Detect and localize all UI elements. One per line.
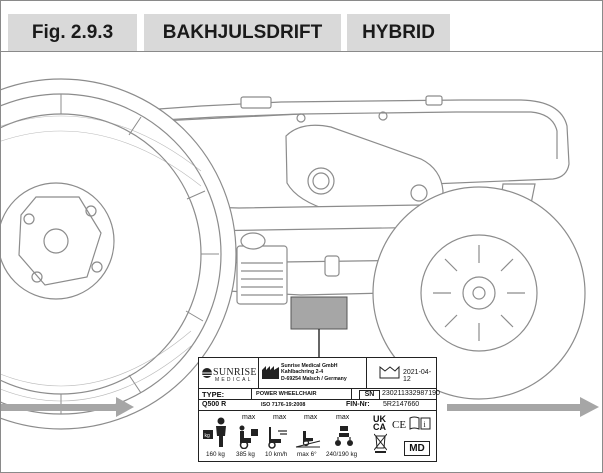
axle-load-value: 240/190 kg	[326, 451, 358, 458]
max-slope-value: max 6°	[297, 451, 317, 458]
label-header-row: SUNRISE MEDICAL Sunrise Medical GmbH Kah…	[199, 358, 436, 389]
fin-number: 5R2147660	[383, 401, 420, 408]
manufacturer-address: Sunrise Medical GmbH Kahlbachring 2-4 D-…	[281, 363, 347, 382]
max-load-label: max	[242, 414, 256, 421]
manufacture-date-icon	[379, 365, 400, 379]
sn-box: SN	[359, 390, 380, 400]
header-divider	[1, 51, 602, 52]
manufacture-date: 2021-04-12	[403, 369, 432, 383]
instructions-icon: i	[409, 416, 431, 430]
label-location-marker	[290, 296, 348, 330]
user-weight-value: 160 kg	[206, 451, 225, 458]
label-type-row: TYPE: POWER WHEELCHAIR SN 23021133298719…	[199, 389, 440, 400]
figure-header: Fig. 2.9.3 BAKHJULSDRIFT HYBRID	[1, 1, 602, 51]
product-type: POWER WHEELCHAIR	[256, 391, 317, 397]
max-speed-icon	[268, 427, 287, 449]
ukca-mark: UK CA	[373, 414, 386, 432]
variant-tab: HYBRID	[347, 14, 450, 51]
svg-text:i: i	[424, 420, 427, 429]
manufacturer-cell: Sunrise Medical GmbH Kahlbachring 2-4 D-…	[259, 358, 367, 388]
type-cell: TYPE:	[199, 389, 252, 399]
product-label: SUNRISE MEDICAL Sunrise Medical GmbH Kah…	[198, 357, 440, 463]
user-weight-icon: kg	[203, 417, 226, 447]
svg-text:kg: kg	[205, 433, 211, 439]
model-name: Q500 R	[202, 401, 227, 408]
wheelchair-illustration	[1, 78, 599, 430]
wheelchair-load-icon	[239, 425, 258, 449]
drive-type-tab: BAKHJULSDRIFT	[144, 14, 341, 51]
sunrise-logo-icon	[201, 368, 213, 378]
type-label: TYPE:	[202, 390, 225, 399]
brand-name: SUNRISE	[213, 367, 257, 378]
label-icon-row: kg 160 kg max 385 kg max 10 km/h max	[199, 411, 436, 463]
max-slope-label: max	[304, 414, 318, 421]
max-speed-value: 10 km/h	[265, 451, 288, 458]
brand-sub: MEDICAL	[215, 377, 253, 383]
right-arrow-icon	[447, 397, 599, 417]
brand-cell: SUNRISE MEDICAL	[199, 358, 259, 388]
left-arrow-icon	[1, 397, 134, 417]
serial-number: 230211332987190	[382, 390, 440, 397]
md-mark: MD	[404, 441, 430, 456]
max-speed-label: max	[273, 414, 287, 421]
max-load-value: 385 kg	[236, 451, 255, 458]
figure-number-tab: Fig. 2.9.3	[8, 14, 137, 51]
weee-bin-icon	[374, 433, 387, 453]
axle-load-label: max	[336, 414, 350, 421]
iso-standard: ISO 7176-19:2008	[261, 402, 306, 408]
manufacturer-icon	[262, 366, 279, 379]
fin-label: FIN-Nr:	[346, 401, 370, 408]
axle-load-icon	[335, 426, 353, 446]
label-model-row: Q500 R ISO 7176-19:2008 FIN-Nr: 5R214766…	[199, 400, 436, 411]
ce-mark: CE	[392, 419, 407, 431]
date-cell: 2021-04-12	[367, 358, 438, 388]
max-slope-icon	[295, 431, 321, 448]
product-type-cell: POWER WHEELCHAIR	[252, 389, 352, 399]
